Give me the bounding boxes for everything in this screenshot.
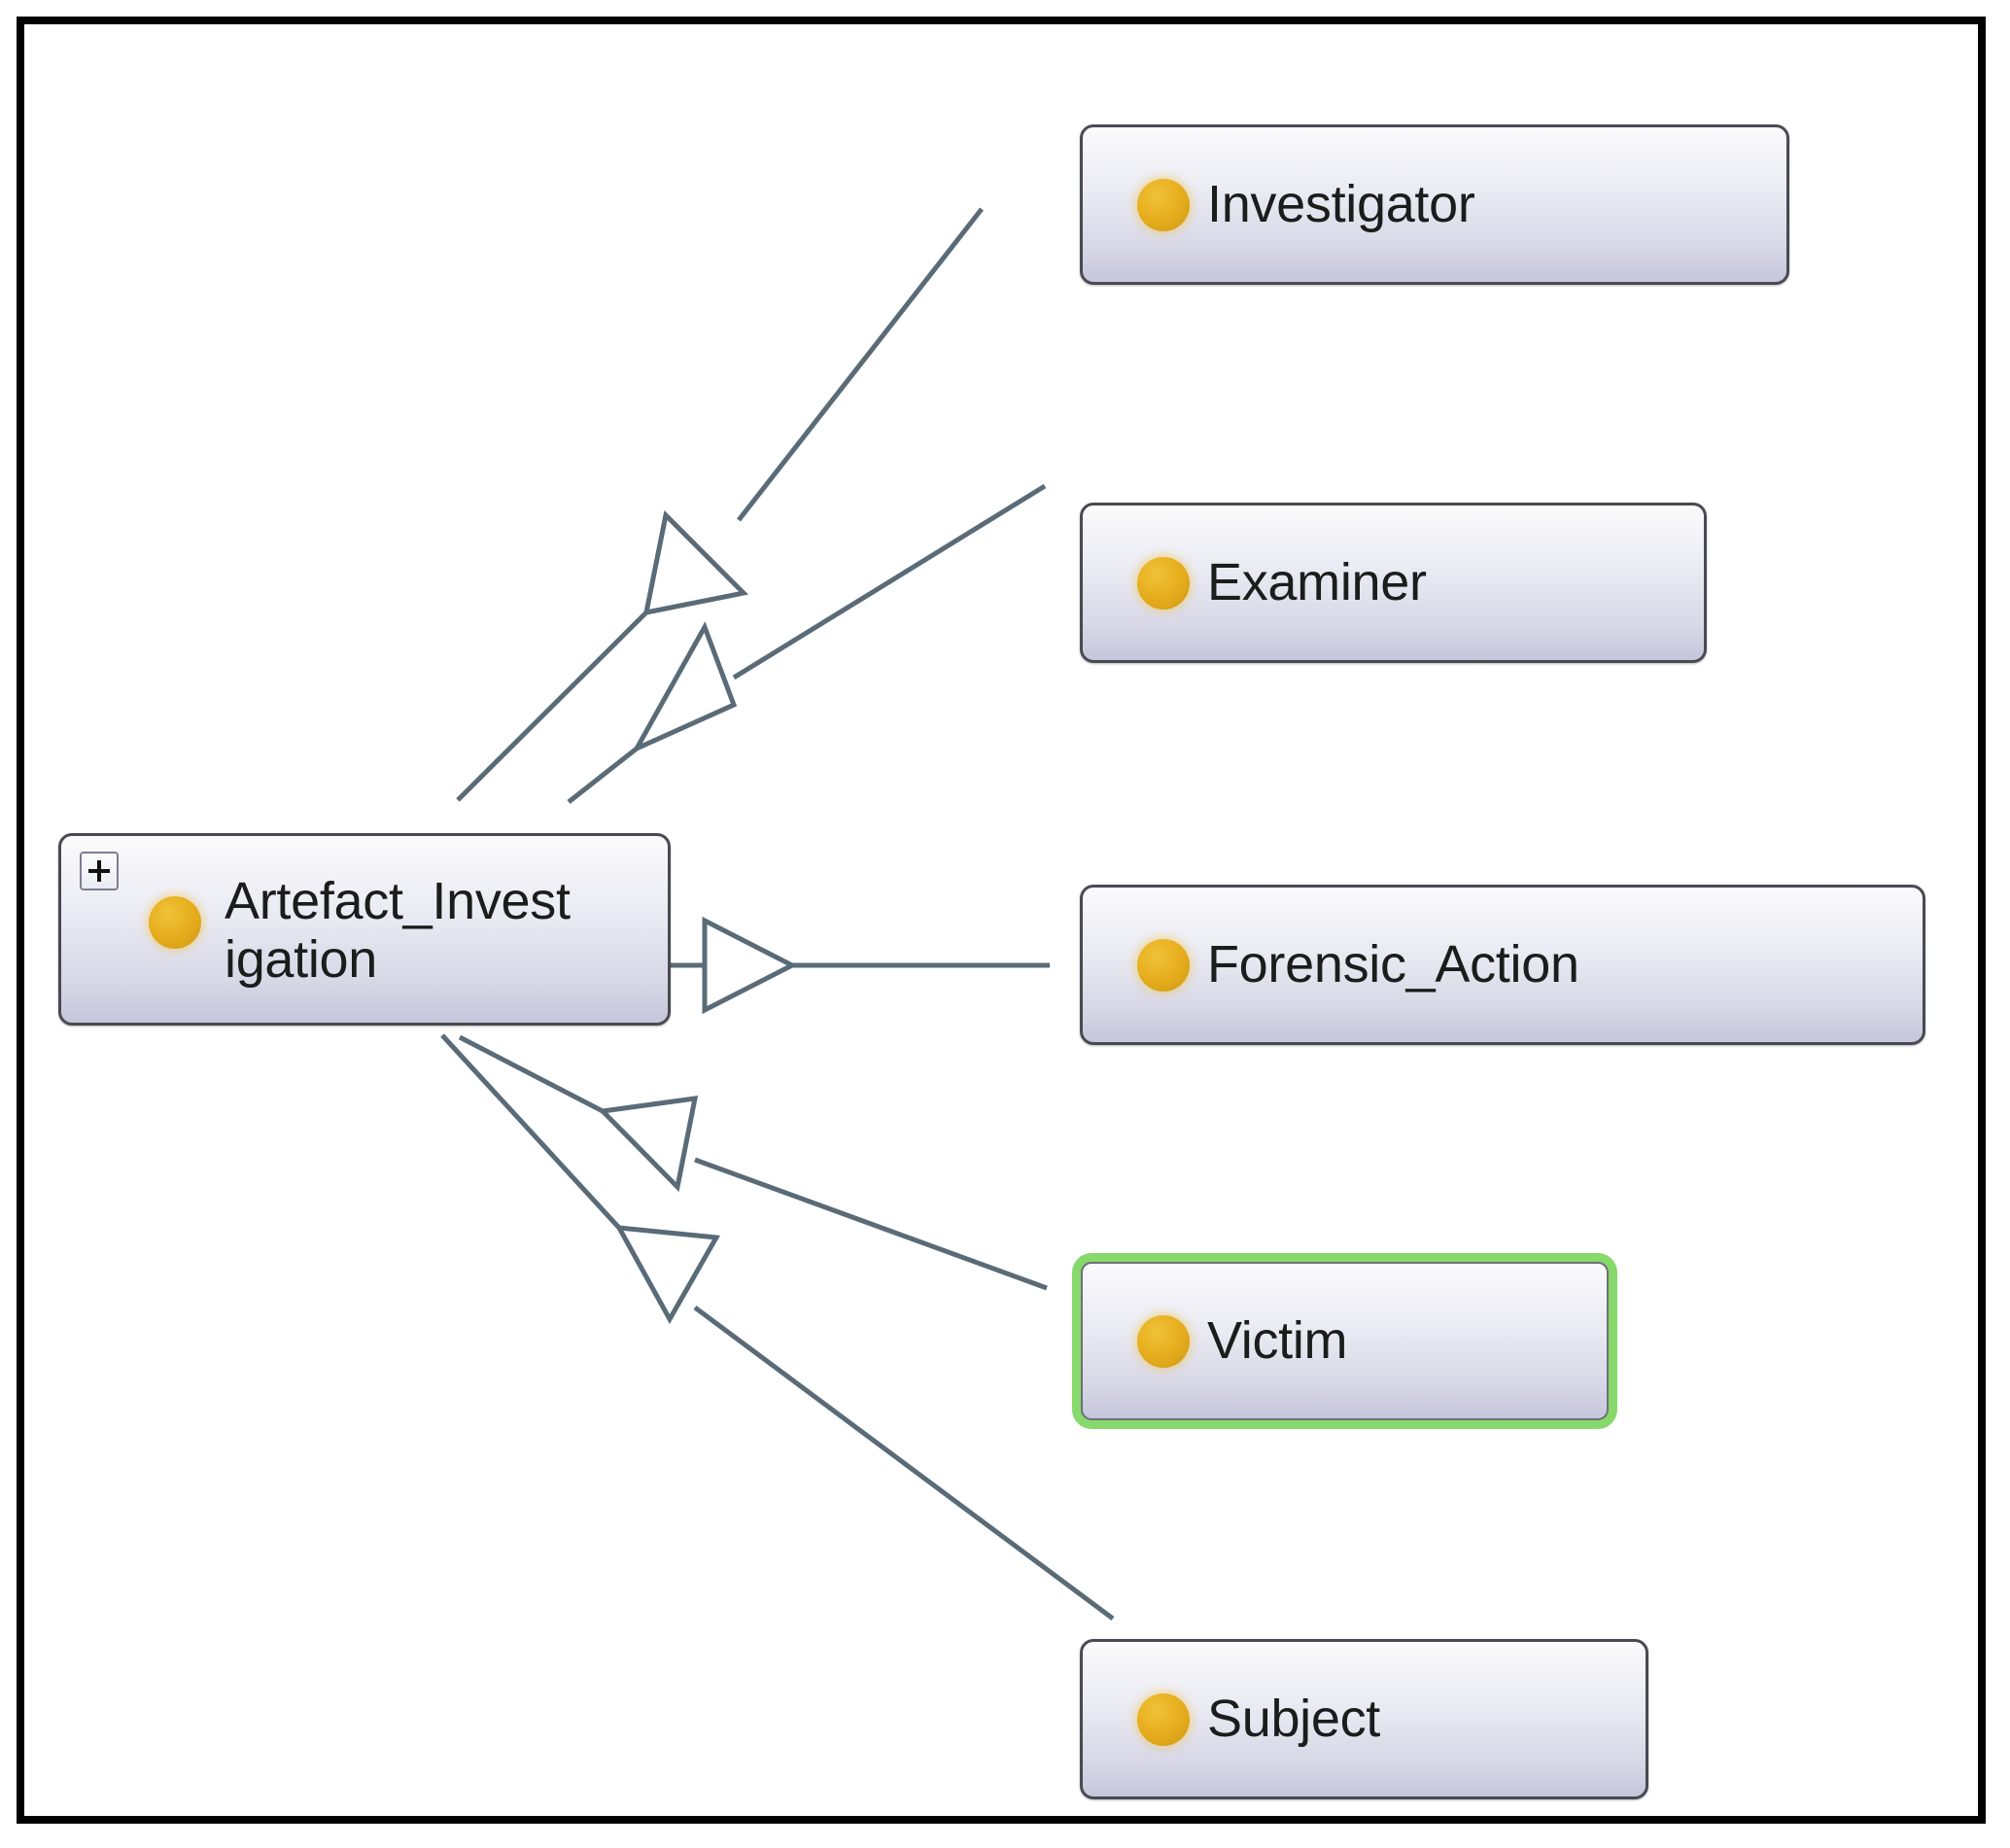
owl-class-circle-icon xyxy=(1137,1692,1190,1746)
class-node-victim[interactable]: Victim xyxy=(1072,1253,1617,1429)
owl-class-circle-icon xyxy=(1137,556,1190,610)
class-node-label: Forensic_Action xyxy=(1207,935,1579,994)
class-node-investigator[interactable]: Investigator xyxy=(1080,124,1789,285)
diagram-canvas[interactable]: .edge-line { stroke: #5a6b78; stroke-wid… xyxy=(24,24,1978,1816)
class-node-label: Victim xyxy=(1207,1311,1348,1371)
class-node-artefact-investigation[interactable]: Artefact_Invest igation xyxy=(58,833,671,1026)
edge-examiner xyxy=(567,483,1047,804)
class-node-forensic-action[interactable]: Forensic_Action xyxy=(1080,885,1925,1045)
diagram-frame: .edge-line { stroke: #5a6b78; stroke-wid… xyxy=(17,17,1986,1824)
owl-class-circle-icon xyxy=(1137,1314,1190,1368)
class-node-label: Examiner xyxy=(1207,553,1427,612)
edge-investigator xyxy=(456,207,984,802)
class-node-subject[interactable]: Subject xyxy=(1080,1639,1648,1799)
owl-class-circle-icon xyxy=(1137,938,1190,992)
edge-subject xyxy=(440,1033,1115,1621)
edge-forensic-action xyxy=(639,916,1050,1015)
owl-class-circle-icon xyxy=(1137,178,1190,231)
class-node-label: Investigator xyxy=(1207,175,1475,234)
edge-victim xyxy=(458,1034,1048,1291)
class-node-examiner[interactable]: Examiner xyxy=(1080,503,1707,663)
owl-class-circle-icon xyxy=(149,896,201,949)
class-node-label: Artefact_Invest igation xyxy=(225,871,571,989)
expand-plus-icon[interactable] xyxy=(80,852,119,890)
class-node-label: Subject xyxy=(1207,1690,1381,1749)
